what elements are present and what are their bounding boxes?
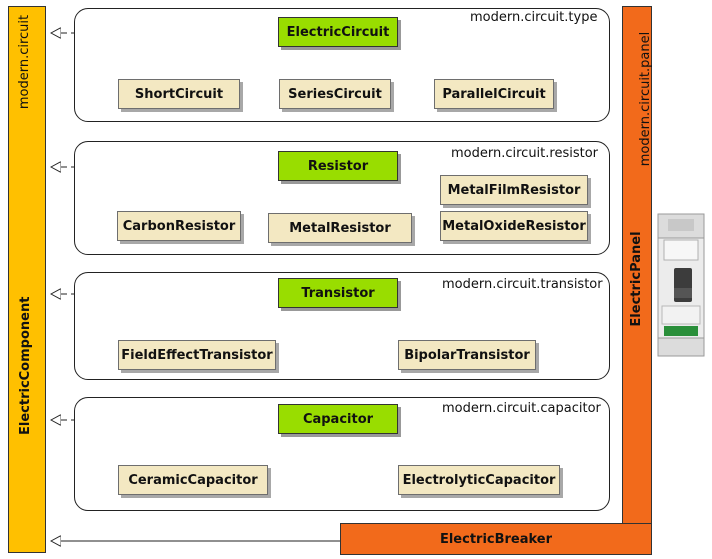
class-metal-oxide-resistor: MetalOxideResistor [440, 211, 588, 241]
class-metal-film-resistor: MetalFilmResistor [440, 175, 588, 205]
electric-panel-label: ElectricPanel [629, 231, 644, 327]
electric-panel-bar [622, 6, 652, 530]
class-series-circuit: SeriesCircuit [279, 79, 391, 109]
class-parallel-circuit: ParallelCircuit [434, 79, 554, 109]
circuit-breaker-device-icon [657, 213, 705, 357]
class-bipolar-transistor: BipolarTransistor [398, 340, 536, 370]
class-short-circuit: ShortCircuit [118, 79, 240, 109]
class-field-effect-transistor: FieldEffectTransistor [118, 340, 276, 370]
left-package-label: modern.circuit [17, 14, 32, 110]
class-electric-circuit: ElectricCircuit [278, 17, 398, 47]
package-transistor-label: modern.circuit.transistor [442, 277, 603, 292]
electric-component-bar [8, 6, 46, 553]
class-transistor: Transistor [278, 278, 398, 308]
class-electrolytic-capacitor: ElectrolyticCapacitor [398, 465, 560, 495]
class-capacitor: Capacitor [278, 404, 398, 434]
class-ceramic-capacitor: CeramicCapacitor [118, 465, 268, 495]
package-capacitor-label: modern.circuit.capacitor [442, 401, 601, 416]
electric-component-label: ElectricComponent [18, 296, 33, 435]
electric-breaker: ElectricBreaker [340, 523, 652, 555]
class-resistor: Resistor [278, 151, 398, 181]
package-resistor-label: modern.circuit.resistor [451, 146, 599, 161]
class-carbon-resistor: CarbonResistor [117, 211, 241, 241]
package-type-label: modern.circuit.type [470, 10, 598, 25]
right-package-label: modern.circuit.panel [638, 31, 653, 167]
class-metal-resistor: MetalResistor [268, 213, 412, 243]
